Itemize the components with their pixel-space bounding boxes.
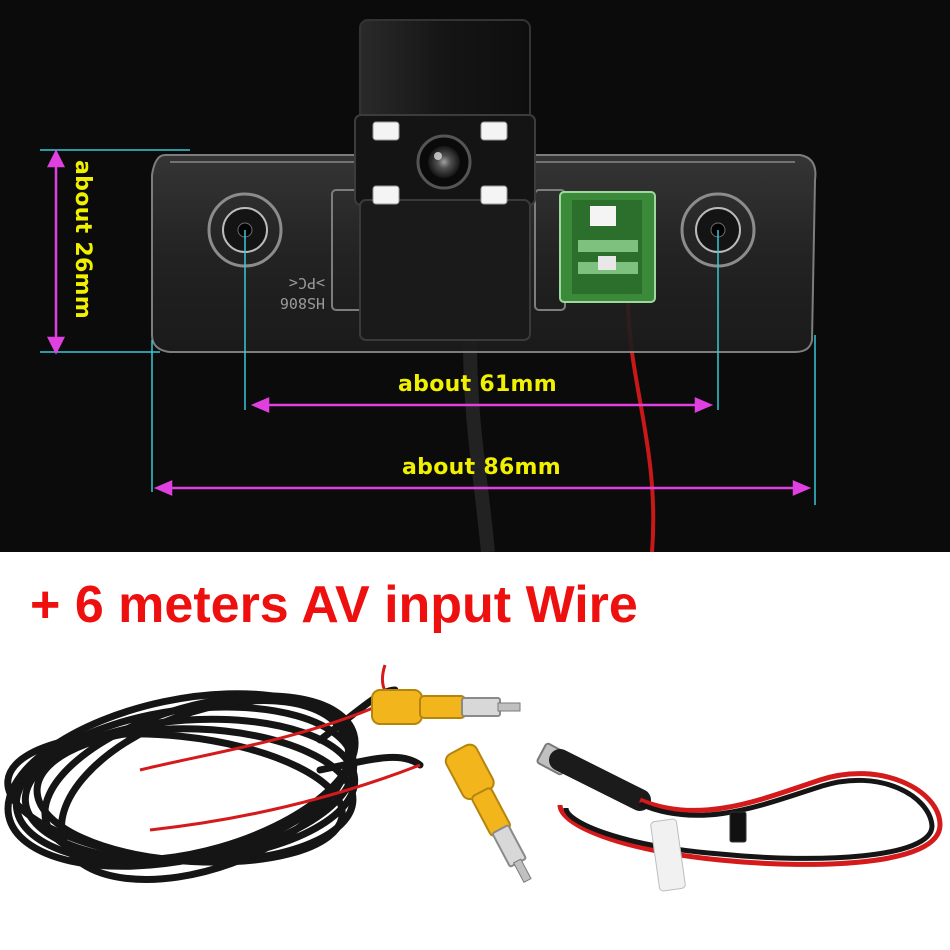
camera-body <box>354 19 536 341</box>
camera-photo: HS806 >PC< about 26mm about 61mm about 8… <box>0 0 950 552</box>
camera-illustration: HS806 >PC< <box>40 19 817 552</box>
dimension-arrows <box>46 149 812 496</box>
height-dimension-label: about 26mm <box>70 160 95 320</box>
cable-tie <box>729 811 747 843</box>
cable-photo <box>0 650 950 950</box>
rca-connector-bottom <box>444 743 532 883</box>
led-board <box>559 191 656 303</box>
engraving-line1: HS806 <box>280 294 325 312</box>
coiled-black-cable <box>4 686 424 883</box>
cable-illustration <box>4 664 943 892</box>
width-dimension-label: about 86mm <box>402 455 562 480</box>
bracket-engraving: HS806 >PC< <box>280 274 325 312</box>
cable-label-tag <box>650 818 686 892</box>
rca-connector-top <box>371 689 521 725</box>
dimension-guides <box>40 149 816 505</box>
camera-cable <box>463 339 495 552</box>
power-lead <box>536 742 943 892</box>
hole-spacing-dimension-label: about 61mm <box>398 372 558 397</box>
av-wire-banner: + 6 meters AV input Wire <box>30 576 638 634</box>
engraving-line2: >PC< <box>289 274 325 292</box>
